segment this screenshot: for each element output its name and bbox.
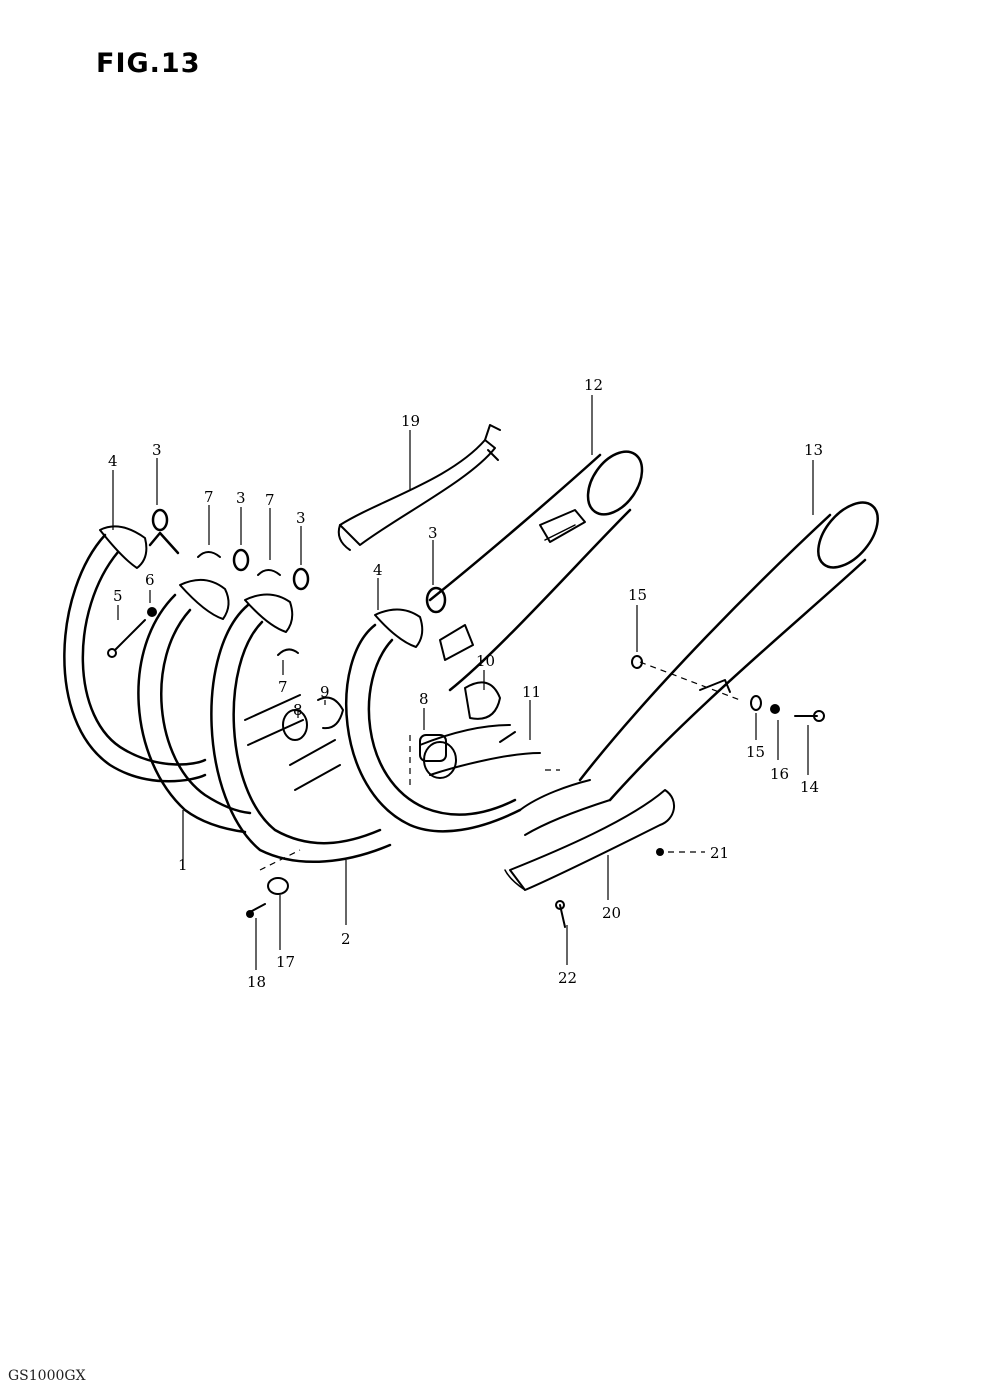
callout-labels: 1 2 3 3 3 3 4 4 5 6 7 7 7 8 8 9 10 11 12… xyxy=(108,376,823,991)
mount-hardware xyxy=(631,655,825,722)
exhaust-pipe-2 xyxy=(210,593,392,864)
callout-label: 20 xyxy=(602,904,621,922)
callout-label: 3 xyxy=(152,441,162,459)
callout-label: 21 xyxy=(710,844,729,862)
clamp-17-bolt-18 xyxy=(246,877,289,918)
callout-label: 4 xyxy=(108,452,118,470)
assembly-guide-lines xyxy=(259,661,741,871)
figure-title: FIG.13 xyxy=(96,48,201,79)
mounting-bracket xyxy=(439,624,731,693)
callout-label: 18 xyxy=(247,973,266,991)
muffler-12 xyxy=(428,450,644,692)
callout-label: 7 xyxy=(204,488,214,506)
callout-label: 6 xyxy=(145,571,155,589)
connector-pipes xyxy=(244,694,541,791)
callout-label: 12 xyxy=(584,376,603,394)
callout-label: 3 xyxy=(236,489,246,507)
callout-label: 17 xyxy=(276,953,295,971)
model-code: GS1000GX xyxy=(8,1368,86,1384)
heat-shield-20 xyxy=(504,789,675,891)
gaskets xyxy=(151,508,447,614)
callout-label: 4 xyxy=(373,561,383,579)
clips xyxy=(197,551,299,656)
callout-label: 9 xyxy=(320,683,330,701)
exhaust-pipe-1 xyxy=(63,525,207,783)
callout-label: 2 xyxy=(341,930,351,948)
callout-label: 22 xyxy=(558,969,577,987)
muffler-13 xyxy=(519,501,879,836)
hardware-21-22 xyxy=(555,848,664,928)
pipe-connectors xyxy=(282,681,516,762)
callout-label: 8 xyxy=(419,690,429,708)
exhaust-pipe-inner-1 xyxy=(137,578,252,834)
callout-label: 3 xyxy=(296,509,306,527)
callout-label: 7 xyxy=(278,678,288,696)
callout-label: 10 xyxy=(476,652,495,670)
callout-label: 15 xyxy=(746,743,765,761)
callout-label: 15 xyxy=(628,586,647,604)
callout-label: 1 xyxy=(178,856,188,874)
leader-lines xyxy=(112,395,814,970)
callout-label: 7 xyxy=(265,491,275,509)
callout-label: 19 xyxy=(401,412,420,430)
callout-label: 14 xyxy=(800,778,819,796)
callout-label: 8 xyxy=(293,701,303,719)
callout-label: 13 xyxy=(804,441,823,459)
callout-label: 16 xyxy=(770,765,789,783)
heat-shield-19 xyxy=(337,424,501,551)
bolt-5-and-nut-6 xyxy=(107,607,157,658)
callout-label: 5 xyxy=(113,587,123,605)
callout-label: 3 xyxy=(428,524,438,542)
callout-label: 11 xyxy=(522,683,541,701)
exhaust-pipe-4 xyxy=(344,608,522,833)
